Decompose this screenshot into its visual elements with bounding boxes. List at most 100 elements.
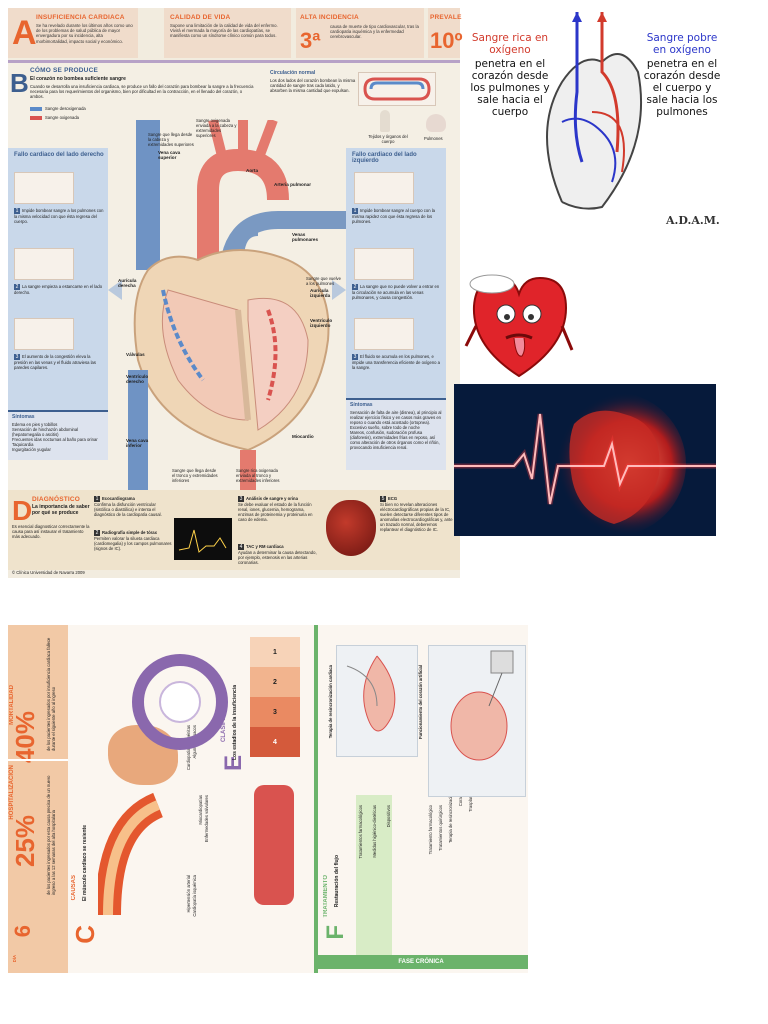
left-symptoms: Síntomas Edema en pies y tobillos Sensac… [8, 410, 108, 460]
label-vena-cava-sup: Vena cava superior [158, 150, 181, 161]
label-venas-pulmonares: Venas pulmonares [292, 232, 319, 243]
normal-circulation-diagram [358, 72, 436, 106]
label-valvulas: Válvulas [126, 352, 145, 357]
right-symptom-0: Sensación de falta de aire (disnea), al … [350, 410, 442, 425]
corazon-label: Funcionamiento del corazón artificial [418, 665, 423, 739]
treatment-0: Tratamientos farmacológicos [358, 805, 363, 859]
blue-arrow-icon [30, 106, 42, 111]
hosp-text: de los pacientes ingresados por esta cau… [46, 775, 56, 895]
adam-left-text: penetra en el corazón desde los pulmones… [470, 58, 550, 118]
section-f-title: TRATAMIENTO [323, 875, 329, 918]
label-vena-cava-inf: Vena cava inferior [126, 438, 149, 449]
section-c-title: CAUSAS [71, 875, 77, 901]
left-symptom-3: Taquicardia [12, 442, 34, 447]
treatment-2: Dispositivos [386, 805, 391, 828]
hosp-value: 25% [10, 815, 40, 868]
lungs-icon [426, 114, 446, 132]
section-b-letter: B [10, 68, 29, 98]
section-f: F TRATAMIENTO Restauración del flujo Tra… [314, 625, 528, 973]
topbar-d-title: PREVALE [430, 14, 462, 21]
left-symptom-0: Edema en pies y tobillos [12, 422, 58, 427]
topbar-b-title: CALIDAD DE VIDA [170, 14, 231, 21]
label-ventriculo-izquierdo: Ventrículo izquierdo [310, 318, 333, 329]
normal-title: Circulación normal [270, 70, 316, 76]
left-step3-diagram [14, 318, 74, 350]
topbar-c-text: causa de muerte de tipo cardiovascular, … [330, 24, 419, 40]
right-panel-title: Fallo cardiaco del lado izquierdo [352, 152, 417, 164]
right-step2-diagram [354, 248, 414, 280]
cause-3: Enfermedades valvulares [204, 795, 209, 843]
section-b-title: CÓMO SE PRODUCE [30, 67, 99, 74]
left-symptom-4: Ingurgitación yugular [12, 447, 51, 452]
heart-cross-section [108, 725, 178, 785]
right-step1-diagram [354, 172, 414, 204]
topbar-a-title: INSUFICIENCIA CARDIACA [36, 14, 125, 21]
section-a-letter: A [12, 14, 37, 52]
label-sangre-vuelve: Sangre que vuelve a los pulmones [306, 276, 341, 286]
stage-1: 1 [250, 637, 300, 667]
topbar-c-title: ALTA INCIDENCIA [300, 14, 359, 21]
section-b: B CÓMO SE PRODUCE El corazón no bombea s… [8, 60, 460, 495]
legend-blue: Sangre desoxigenada [45, 106, 86, 111]
adam-right-title: Sangre pobre en oxígeno [646, 32, 718, 56]
body-icon [380, 110, 390, 132]
lungs-label: Pulmones [424, 136, 443, 141]
right-symptoms: Síntomas Sensación de falta de aire (dis… [346, 398, 446, 470]
label-auricula-derecha: Aurícula derecha [118, 278, 137, 289]
right-step3-diagram [354, 318, 414, 350]
mortalidad-label: MORTALIDAD [9, 685, 15, 725]
label-ventriculo-derecho: Ventrículo derecho [126, 374, 149, 385]
infographic-bottom-rotated: 40% MORTALIDAD de los pacientes ingresad… [8, 625, 528, 973]
label-auricula-izquierda: Aurícula izquierda [310, 288, 331, 299]
adam-logo: A.D.A.M. [666, 214, 720, 227]
section-b-subtitle: El corazón no bombea suficiente sangre [30, 76, 126, 82]
credit: © Clínica Universidad de Navarra 2009 [12, 570, 85, 575]
topbar-a-text: Se ha revelado durante los últimos años … [36, 23, 133, 44]
topbar-d-big: 10º [430, 28, 463, 53]
section-f-subtitle: Restauración del flujo [334, 855, 340, 908]
stage-3: 3 [250, 697, 300, 727]
section-d: D DIAGNÓSTICO La importancia de saber po… [8, 490, 460, 570]
sick-heart-cartoon [462, 266, 577, 384]
section-d-text: Es esencial diagnosticar correctamente l… [12, 524, 90, 539]
legend-red: Sangre oxigenada [45, 115, 79, 120]
left-step2-diagram [14, 248, 74, 280]
hosp-label: HOSPITALIZACIÓN [9, 765, 15, 820]
adam-right-text: penetra en el corazón desde el cuerpo y … [643, 58, 721, 118]
left-step1-diagram [14, 172, 74, 204]
stats-column: 40% MORTALIDAD de los pacientes ingresad… [8, 625, 68, 973]
red-arrow-icon [30, 115, 42, 120]
dia-label: DÍA [12, 955, 17, 963]
section-c-letter: C [70, 925, 100, 944]
topbar-incidencia: ALTA INCIDENCIA 3ª causa de muerte de ti… [296, 8, 424, 58]
cause-1: Cardiopatía isquémica [192, 875, 197, 917]
treatment-3: Tratamiento farmacológico [428, 805, 433, 855]
artery-cross-section [254, 785, 294, 905]
fase-cronica-bar: FASE CRÓNICA [314, 955, 528, 969]
section-e: E CLASIFICACIÓN Los estadios de la insuf… [132, 625, 312, 973]
section-b-text: Cuando se desarrolla una insuficiencia c… [30, 84, 254, 99]
heart-model-image [326, 500, 376, 556]
normal-text: Los dos lados del corazón bombean la mis… [270, 78, 356, 93]
topbar-c-big: 3ª [300, 28, 321, 53]
left-symptom-1: Sensación de hinchazón abdominal (hepato… [12, 427, 79, 437]
label-miocardio: Miocardio [292, 434, 314, 439]
stage-bar: 1 2 3 4 [250, 637, 300, 757]
adam-heart-diagram: Sangre rica en oxígeno penetra en el cor… [470, 12, 720, 240]
right-symptom-1: Excesivo sueño, sobre todo de noche [350, 425, 420, 430]
right-symptom-2: Mareos, confusión, sudoración profusa (d… [350, 430, 440, 450]
echo-image [174, 518, 232, 560]
section-d-subtitle: La importancia de saber por qué se produ… [32, 504, 90, 516]
label-sangre-llega-tronco: Sangre que llega desde el tronco y extre… [172, 468, 218, 483]
legend: Sangre desoxigenada Sangre oxigenada [30, 106, 86, 120]
topbar-prevalencia: PREVALE 10º [428, 8, 463, 58]
stage-cycle-diagram [132, 654, 228, 750]
glowing-heart-pulse-image [454, 384, 716, 536]
